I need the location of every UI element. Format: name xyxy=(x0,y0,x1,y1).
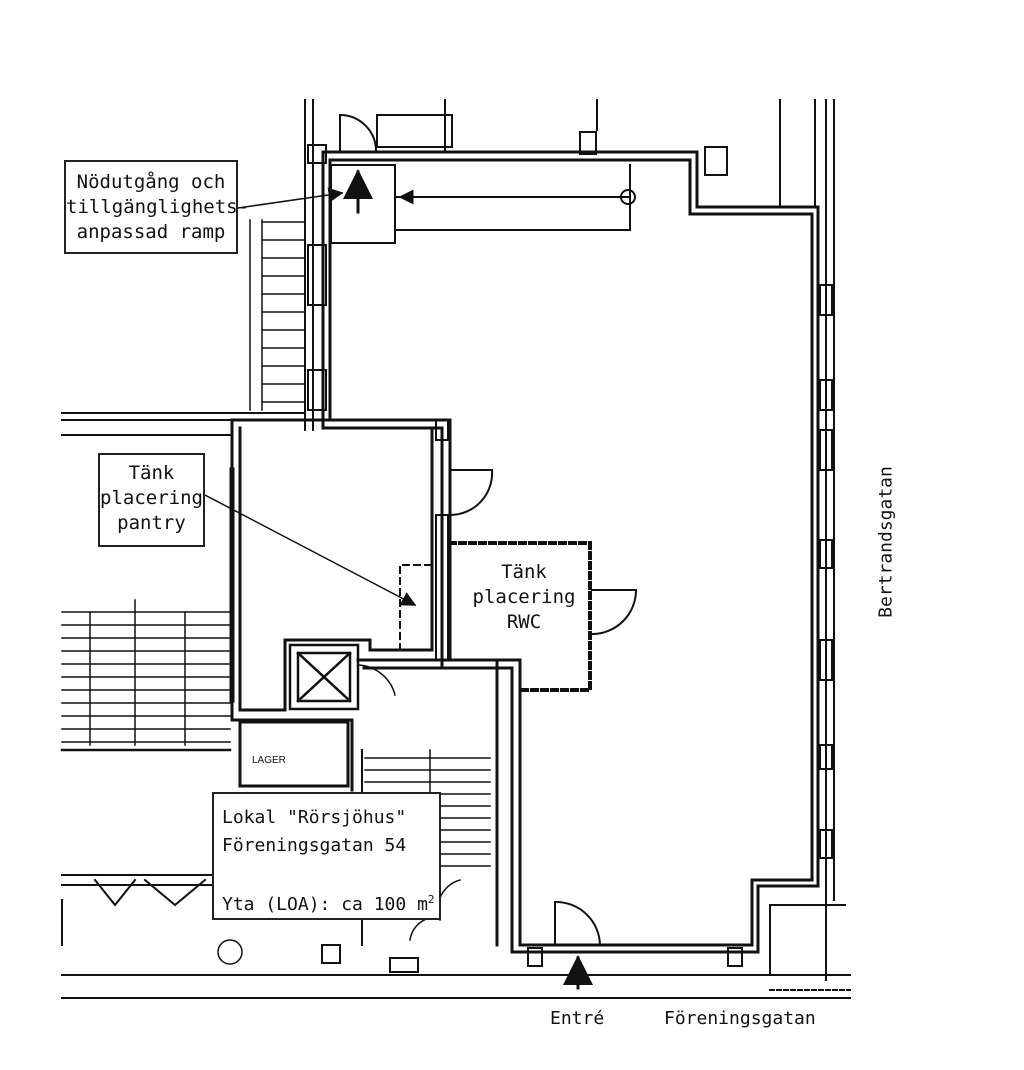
premises-name: Lokal "Rörsjöhus" xyxy=(222,807,407,828)
main-room-walls xyxy=(321,150,820,954)
pantry-zone xyxy=(399,564,431,651)
south-facade xyxy=(61,904,851,999)
emergency-exit-note-line: tillgänglighets- xyxy=(66,196,250,218)
left-corridor xyxy=(61,412,306,436)
leader-exit xyxy=(237,187,344,209)
rwc-door xyxy=(590,589,638,636)
entrance-door xyxy=(554,900,602,947)
street-label-south: Föreningsgatan xyxy=(664,1008,816,1029)
pantry-room xyxy=(229,418,452,792)
pantry-note: Tänk placering pantry xyxy=(98,453,205,547)
rwc-note-line: placering xyxy=(472,586,576,608)
entrance-label: Entré xyxy=(550,1008,605,1029)
stair-lower-left xyxy=(60,599,232,752)
pantry-door xyxy=(448,469,494,517)
exit-door xyxy=(339,113,378,153)
premises-area: Yta (LOA): ca 100 m2 xyxy=(222,886,435,919)
premises-address: Föreningsgatan 54 xyxy=(222,835,407,856)
pantry-note-line: placering xyxy=(100,487,203,509)
rwc-note-line: Tänk xyxy=(501,561,547,583)
emergency-exit-note: Nödutgång och tillgänglighets- anpassad … xyxy=(64,160,250,254)
rwc-zone xyxy=(448,541,592,692)
premises-area-label: Yta (LOA): ca 100 m xyxy=(222,894,428,915)
premises-info-box: Lokal "Rörsjöhus" Föreningsgatan 54 Yta … xyxy=(212,792,441,920)
street-label-east: Bertrandsgatan xyxy=(875,466,897,618)
stair-upper-left xyxy=(249,219,306,411)
lower-left-area xyxy=(61,874,243,965)
storage-room-label: LAGER xyxy=(252,755,286,766)
rwc-note-line: RWC xyxy=(506,611,542,633)
leader-pantry xyxy=(203,493,417,607)
emergency-exit-note-line: anpassad ramp xyxy=(76,221,226,243)
storage-room-walls xyxy=(238,720,350,788)
rwc-note: Tänk placering RWC xyxy=(458,556,590,646)
premises-area-unit: 2 xyxy=(427,893,435,906)
elevator-shaft xyxy=(288,643,396,711)
pantry-note-line: Tänk xyxy=(128,462,175,484)
east-facade xyxy=(814,99,835,981)
emergency-exit-note-line: Nödutgång och xyxy=(76,171,226,193)
pantry-note-line: pantry xyxy=(117,512,186,534)
